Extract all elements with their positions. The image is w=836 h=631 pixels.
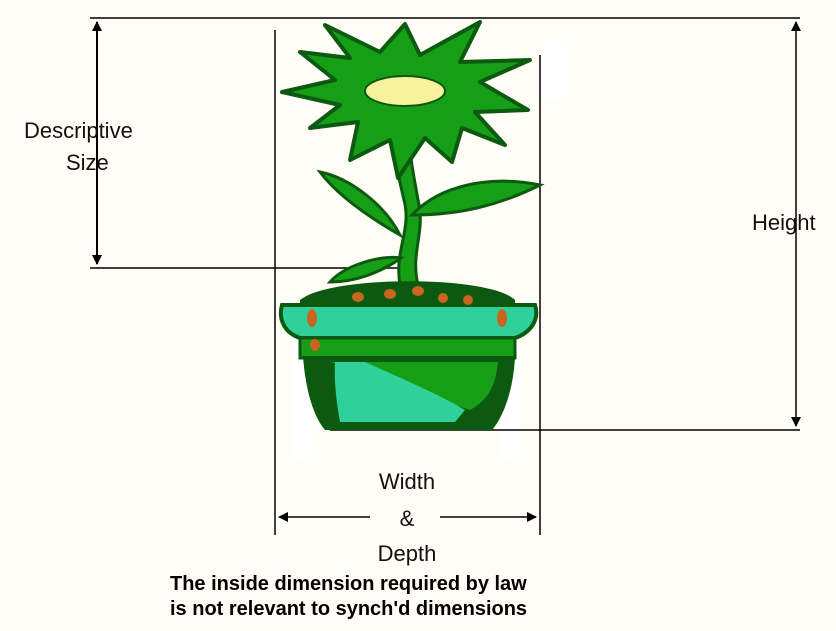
pot-highlight-light — [334, 362, 465, 422]
potted-plant-illustration — [279, 20, 545, 430]
caption-line1: The inside dimension required by law — [170, 573, 527, 595]
pot-band — [298, 336, 517, 360]
left-leaf-lower — [326, 255, 405, 284]
soil-dots — [307, 286, 507, 351]
width-ampersand-label: & — [399, 506, 415, 531]
descriptive-size-label-line1: Descriptive — [24, 118, 133, 143]
width-label: Width — [378, 469, 436, 494]
descriptive-size-label-line2: Size — [66, 150, 109, 175]
height-label: Height — [752, 210, 816, 235]
depth-label: Depth — [377, 541, 437, 566]
caption-line2: is not relevant to synch'd dimensions — [170, 598, 528, 620]
left-leaf — [316, 169, 404, 239]
flower-center — [364, 75, 446, 107]
right-leaf-upper — [408, 179, 545, 217]
caption: The inside dimension required by law is … — [170, 572, 527, 622]
